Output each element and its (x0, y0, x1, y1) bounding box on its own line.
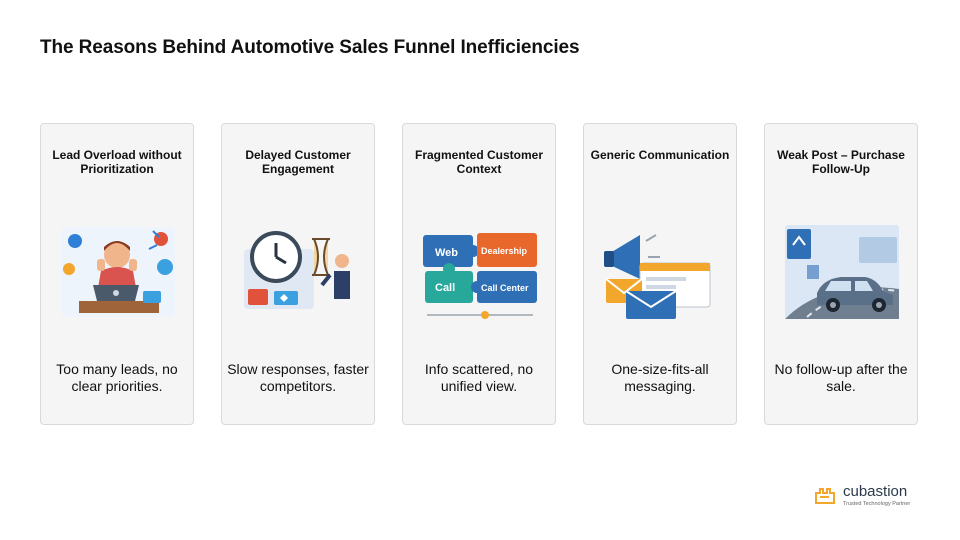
card-title: Weak Post – Purchase Follow-Up (777, 148, 905, 176)
puzzle-pieces-icon: Web Dealership Call Call Center (415, 219, 545, 324)
card-weak-follow-up: Weak Post – Purchase Follow-Up No follow… (764, 123, 918, 425)
puzzle-label-dealership: Dealership (481, 246, 528, 256)
card-title: Fragmented Customer Context (414, 148, 544, 176)
card-title: Lead Overload without Prioritization (52, 148, 182, 176)
puzzle-label-web: Web (435, 247, 458, 259)
clock-hourglass-icon (234, 219, 364, 324)
logo-name: cubastion (843, 483, 908, 500)
card-generic-communication: Generic Communication One-size-fits-all … (583, 123, 737, 425)
car-road-icon (777, 219, 907, 324)
reasons-cards: Lead Overload without Prioritization (40, 123, 920, 427)
card-lead-overload: Lead Overload without Prioritization (40, 123, 194, 425)
card-title: Generic Communication (590, 148, 730, 162)
megaphone-envelope-icon (596, 219, 726, 324)
slide-title: The Reasons Behind Automotive Sales Funn… (40, 37, 580, 58)
overwhelmed-person-laptop-icon (53, 219, 183, 324)
puzzle-label-call: Call (435, 282, 455, 294)
card-description: No follow-up after the sale. (774, 361, 908, 394)
card-delayed-engagement: Delayed Customer Engagement Slow respons… (221, 123, 375, 425)
card-description: Slow responses, faster competitors. (227, 361, 369, 394)
cubastion-logo: cubastion Trusted Technology Partner (815, 484, 925, 510)
logo-tagline: Trusted Technology Partner (843, 501, 911, 507)
puzzle-label-call-center: Call Center (481, 283, 529, 293)
card-description: One-size-fits-all messaging. (611, 361, 709, 394)
cubastion-logo-icon (815, 488, 835, 504)
card-description: Too many leads, no clear priorities. (56, 361, 178, 394)
card-title: Delayed Customer Engagement (245, 148, 351, 176)
card-description: Info scattered, no unified view. (424, 361, 534, 394)
card-fragmented-context: Fragmented Customer Context Web Dealersh… (402, 123, 556, 425)
